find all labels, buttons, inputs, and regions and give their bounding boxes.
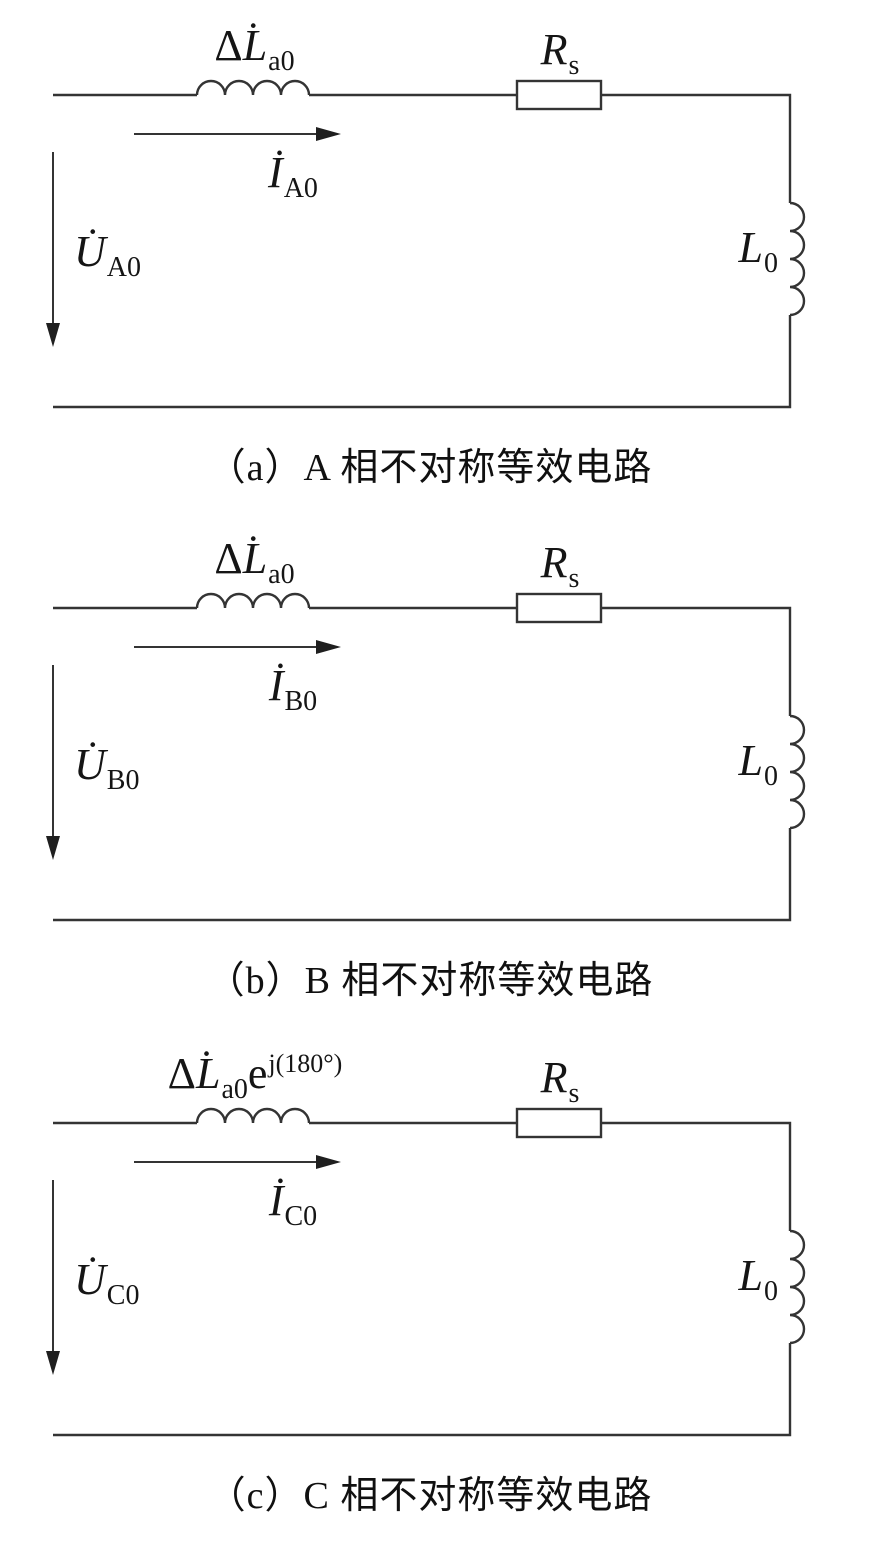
current-arrow-head (316, 1155, 341, 1169)
series-inductor-label: ΔL̇a0ej(180°) (167, 1049, 343, 1105)
current-arrow-head (316, 640, 341, 654)
load-inductor-label: L0 (738, 223, 778, 279)
right-and-bottom-wire (53, 315, 792, 409)
series-inductor-coil (195, 1107, 311, 1124)
series-inductor-coil (195, 79, 311, 96)
circuit-b-drawing (46, 592, 806, 922)
voltage-label: U̇A0 (74, 227, 142, 283)
top-wire-right (601, 93, 792, 203)
top-wire-right (601, 606, 792, 716)
caption-a: （a）A 相不对称等效电路 (207, 447, 653, 489)
load-inductor-label: L0 (738, 1251, 778, 1307)
current-label: İA0 (268, 148, 318, 204)
resistor-body (515, 79, 603, 111)
resistor-label: Rs (540, 538, 580, 594)
series-inductor-coil (195, 592, 311, 609)
load-inductor-coil (789, 714, 806, 830)
circuit-a-drawing (46, 79, 806, 409)
right-and-bottom-wire (53, 828, 792, 922)
load-inductor-label: L0 (738, 736, 778, 792)
right-and-bottom-wire (53, 1343, 792, 1437)
resistor-body (515, 592, 603, 624)
caption-c: （c）C 相不对称等效电路 (207, 1475, 653, 1517)
resistor-label: Rs (540, 1053, 580, 1109)
load-inductor-coil (789, 201, 806, 317)
voltage-arrow-head (46, 1351, 60, 1375)
circuit-phase-a: ΔL̇a0 Rs İA0 U̇A0 L0 （a）A 相不对称等效电路 (0, 0, 875, 513)
resistor-body (515, 1107, 603, 1139)
top-wire-right (601, 1121, 792, 1231)
voltage-arrow-head (46, 836, 60, 860)
voltage-label: U̇C0 (74, 1255, 140, 1311)
circuit-c-drawing (46, 1107, 806, 1437)
load-inductor-coil (789, 1229, 806, 1345)
current-label: İB0 (268, 661, 318, 717)
voltage-label: U̇B0 (74, 740, 140, 796)
series-inductor-label: ΔL̇a0 (214, 21, 295, 77)
circuit-phase-b: ΔL̇a0 Rs İB0 U̇B0 L0 （b）B 相不对称等效电路 (0, 513, 875, 1026)
series-inductor-label: ΔL̇a0 (214, 534, 295, 590)
resistor-label: Rs (540, 25, 580, 81)
caption-b: （b）B 相不对称等效电路 (206, 960, 654, 1002)
current-label: İC0 (268, 1176, 318, 1232)
current-arrow-head (316, 127, 341, 141)
voltage-arrow-head (46, 323, 60, 347)
circuit-phase-c: ΔL̇a0ej(180°) Rs İC0 U̇C0 L0 （c）C 相不对称等效… (0, 1028, 875, 1541)
